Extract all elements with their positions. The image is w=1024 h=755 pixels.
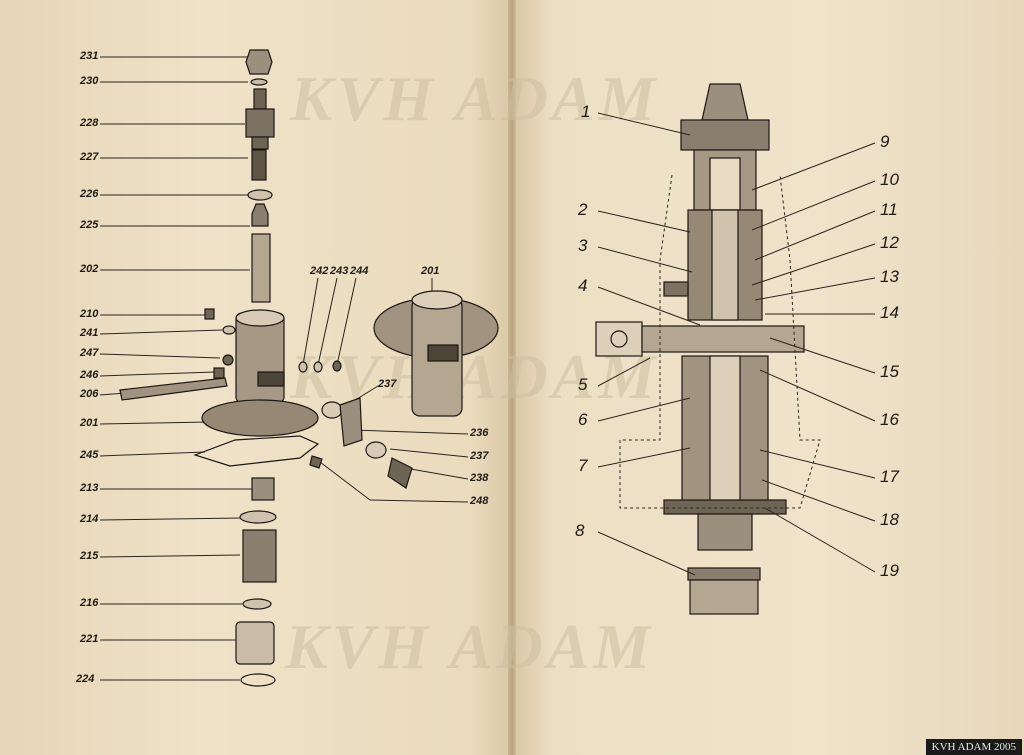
callout-210: 210	[80, 308, 99, 320]
section-callout-19: 19	[880, 561, 899, 580]
watermark-bottom: KVH ADAM	[285, 611, 655, 682]
callout-215: 215	[80, 550, 99, 562]
callout-243: 243	[330, 265, 349, 277]
section-callout-16: 16	[880, 410, 899, 429]
section-callout-2: 2	[578, 200, 588, 219]
callout-246: 246	[80, 369, 99, 381]
callout-226: 226	[80, 188, 99, 200]
section-callout-4: 4	[578, 276, 588, 295]
section-callout-14: 14	[880, 303, 899, 322]
section-callout-11: 11	[880, 200, 898, 219]
callout-228: 228	[80, 117, 99, 129]
callout-201-view: 201	[421, 265, 440, 277]
section-callout-13: 13	[880, 267, 899, 286]
section-callout-1: 1	[581, 102, 591, 121]
book-spine	[508, 0, 516, 755]
callout-236: 236	[470, 427, 489, 439]
section-callout-6: 6	[578, 410, 588, 429]
callout-238: 238	[470, 472, 489, 484]
callout-244: 244	[350, 265, 369, 277]
callout-214: 214	[80, 513, 99, 525]
section-callout-8: 8	[575, 521, 585, 540]
callout-201: 201	[80, 417, 99, 429]
callout-248: 248	[470, 495, 489, 507]
section-callout-17: 17	[880, 467, 899, 486]
exploded-view-drawing	[99, 49, 499, 687]
callout-242: 242	[310, 265, 329, 277]
callout-227: 227	[80, 151, 99, 163]
callout-221: 221	[80, 633, 99, 645]
section-callout-9: 9	[880, 132, 890, 151]
callout-202: 202	[80, 263, 99, 275]
section-callout-15: 15	[880, 362, 899, 381]
watermark-top: KVH ADAM	[290, 63, 660, 134]
credit-stamp: KVH ADAM 2005	[925, 739, 1022, 755]
section-callout-18: 18	[880, 510, 899, 529]
callout-247: 247	[80, 347, 99, 359]
callout-206: 206	[80, 388, 99, 400]
section-callout-12: 12	[880, 233, 899, 252]
section-callout-3: 3	[578, 236, 588, 255]
callout-225: 225	[80, 219, 99, 231]
callout-224: 224	[76, 673, 95, 685]
callout-216: 216	[80, 597, 99, 609]
section-callout-10: 10	[880, 170, 899, 189]
callout-237-upper: 237	[378, 378, 397, 390]
callout-245: 245	[80, 449, 99, 461]
callout-237-lower: 237	[470, 450, 489, 462]
callout-230: 230	[80, 75, 99, 87]
section-callout-5: 5	[578, 375, 588, 394]
section-callout-7: 7	[578, 456, 588, 475]
callout-213: 213	[80, 482, 99, 494]
callout-231: 231	[80, 50, 99, 62]
callout-241: 241	[80, 327, 99, 339]
